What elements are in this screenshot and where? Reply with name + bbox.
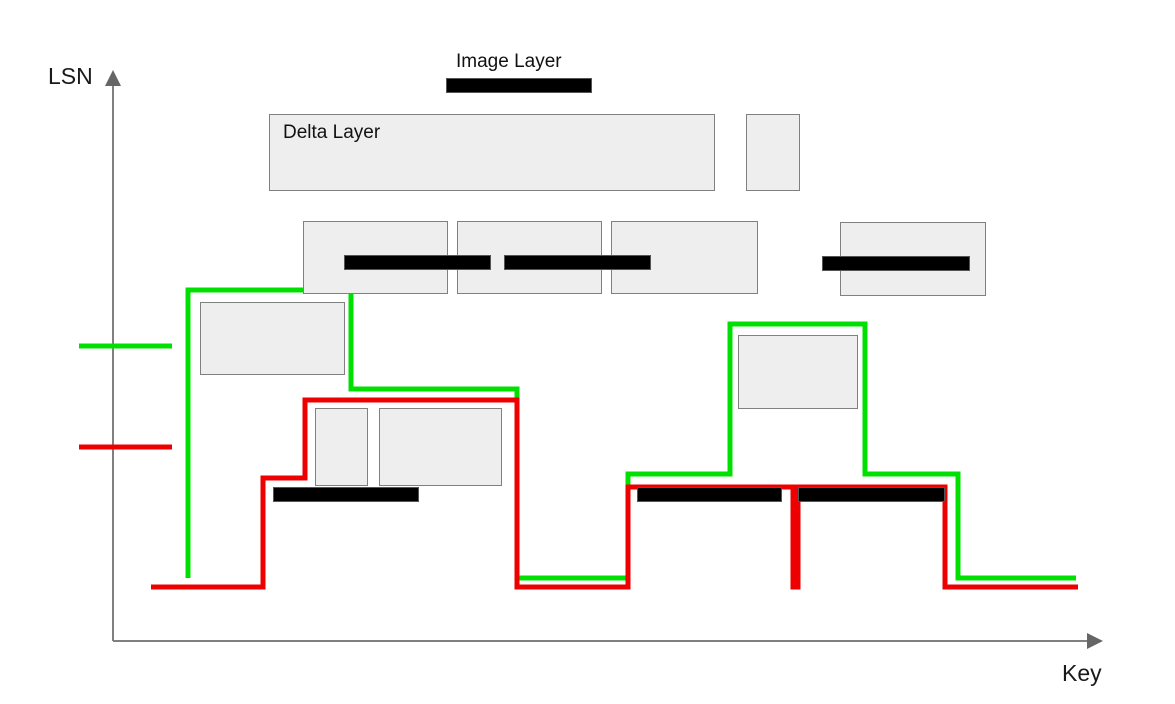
red-box-small [315, 408, 368, 486]
x-axis-title: Key [1062, 660, 1102, 686]
lower-bar-3 [798, 487, 945, 502]
green-left-box [200, 302, 345, 375]
red-box-wide [379, 408, 502, 486]
lower-bar-2 [637, 487, 782, 502]
image-layer-caption: Image Layer [456, 51, 562, 72]
mid-bar-2 [504, 255, 651, 270]
image-layer-bar [446, 78, 592, 93]
mid-bar-1 [344, 255, 491, 270]
mid-bar-3 [822, 256, 970, 271]
green-right-box [738, 335, 858, 409]
delta-layer-box-main [269, 114, 715, 191]
y-axis-title: LSN [48, 63, 93, 89]
lower-bar-1 [273, 487, 419, 502]
delta-layer-caption: Delta Layer [283, 122, 381, 143]
delta-layer-box-small [746, 114, 800, 191]
green-lsn-line [185, 287, 1076, 581]
